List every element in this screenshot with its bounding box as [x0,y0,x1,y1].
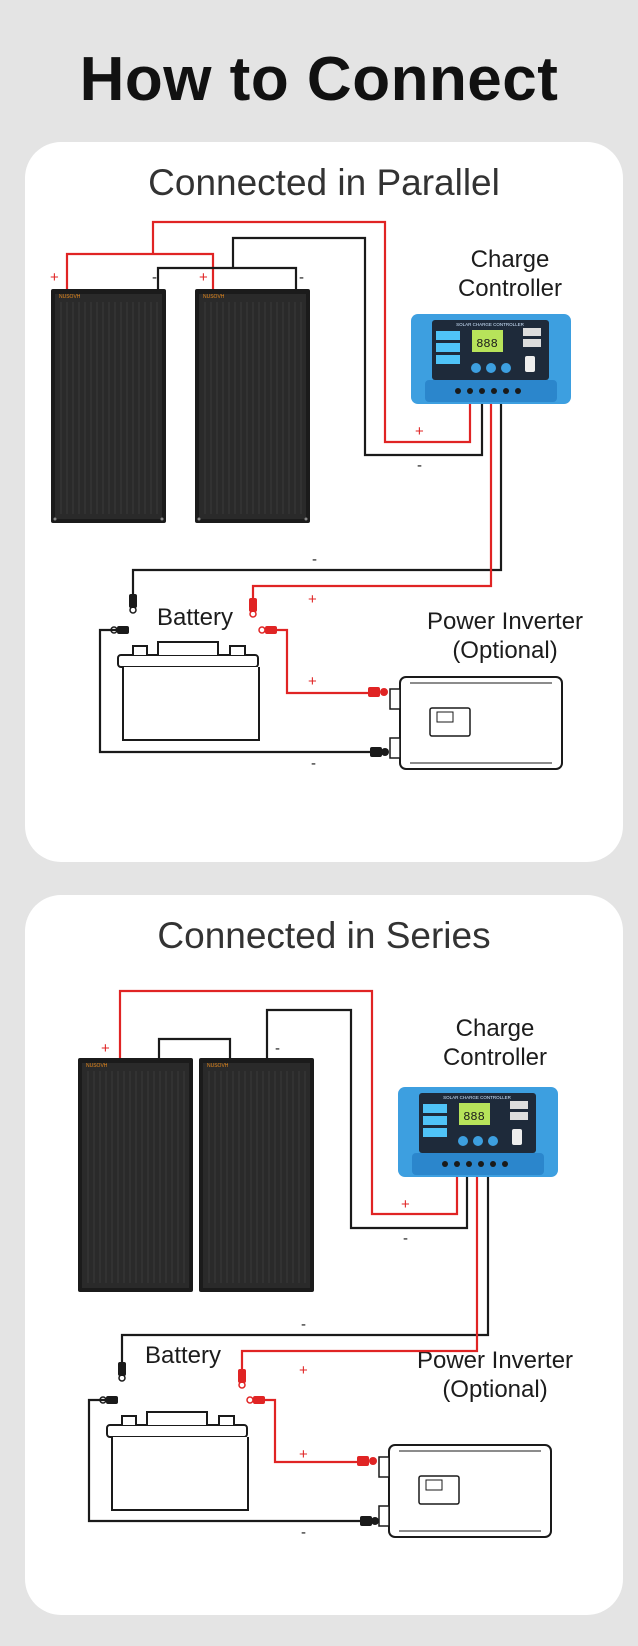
plus-mark: + [308,591,317,608]
series-panel-jumper [157,1037,232,1060]
minus-mark: - [152,269,157,286]
parallel-connection-card: Connected in Parallel Charge Controller … [25,142,623,862]
panel-brand-text: NUSOVH [203,294,225,300]
plus-mark: + [199,269,208,286]
battery-connectors [110,594,277,634]
plus-mark: + [308,673,317,690]
plus-mark: + [415,423,424,440]
plus-mark: + [299,1362,308,1379]
negative-wire-to-controller [265,1008,469,1230]
lcd-display: 888 [463,1110,485,1124]
plus-mark: + [401,1196,410,1213]
minus-mark: - [311,755,316,772]
charge-controller-label-line1: Charge [455,1015,535,1042]
negative-wire-to-controller [231,236,484,457]
minus-mark: - [417,457,422,474]
inverter-label-line2: (Optional) [442,1375,548,1403]
inverter-label: Power Inverter (Optional) [400,1347,590,1405]
positive-wire-to-inverter [273,628,368,695]
minus-mark: - [301,1316,306,1333]
power-inverter [357,1444,552,1538]
panel-brand-text: NUSOVH [59,294,81,300]
charge-controller-label-line2: Controller [442,1043,548,1071]
negative-wire-to-inverter [98,628,370,754]
battery [106,1411,249,1511]
charge-controller-label-line1: Charge [470,246,550,273]
battery-label: Battery [144,1342,222,1369]
inverter-label-line2: (Optional) [452,636,558,664]
controller-panel-text: SOLAR CHARGE CONTROLLER [443,1095,512,1100]
solar-panel-2: NUSOVH [199,1058,314,1292]
positive-wire-to-controller [118,989,459,1216]
controller-panel-text: SOLAR CHARGE CONTROLLER [456,322,525,327]
positive-wire-to-inverter [261,1398,357,1464]
solar-panel-2: NUSOVH [195,289,310,523]
minus-mark: - [312,551,317,568]
inverter-label: Power Inverter (Optional) [410,608,600,666]
panel-brand-text: NUSOVH [86,1063,108,1069]
power-inverter [368,676,563,770]
positive-wire-to-controller [151,220,472,444]
battery-connectors [99,1362,265,1404]
battery [117,641,260,741]
charge-controller: SOLAR CHARGE CONTROLLER 888 [398,1087,558,1177]
solar-panel-1: NUSOVH [78,1058,193,1292]
charge-controller: SOLAR CHARGE CONTROLLER 888 [411,314,571,404]
inverter-label-line1: Power Inverter [426,608,584,635]
minus-mark: - [403,1230,408,1247]
minus-mark: - [299,269,304,286]
series-wiring-diagram: NUSOVH NUSOVH + - + - - + + - SOLAR CHAR… [78,989,558,1541]
panel-brand-text: NUSOVH [207,1063,229,1069]
charge-controller-label-line2: Controller [457,274,563,302]
battery-label: Battery [156,604,234,631]
plus-mark: + [50,269,59,286]
minus-mark: - [275,1040,280,1057]
positive-wire-to-battery [251,404,493,602]
parallel-wires [65,220,503,754]
charge-controller-label: Charge Controller [415,1015,575,1073]
positive-panel-jumper [65,252,215,292]
positive-wire-to-battery [240,1177,479,1372]
negative-wire-to-battery [131,404,503,597]
series-connection-card: Connected in Series Charge Controller Ba… [25,895,623,1615]
plus-mark: + [299,1446,308,1463]
series-heading: Connected in Series [157,915,491,956]
negative-panel-jumper [156,266,298,292]
charge-controller-label: Charge Controller [430,246,590,304]
lcd-display: 888 [476,337,498,351]
page-title: How to Connect [79,45,559,114]
series-wires [87,989,490,1523]
negative-wire-to-inverter [87,1398,360,1523]
solar-panel-1: NUSOVH [51,289,166,523]
negative-wire-to-battery [120,1177,490,1365]
plus-mark: + [101,1040,110,1057]
parallel-heading: Connected in Parallel [148,162,500,203]
minus-mark: - [301,1524,306,1541]
parallel-wiring-diagram: NUSOVH NUSOVH + - + - + - - + + - [50,220,571,772]
